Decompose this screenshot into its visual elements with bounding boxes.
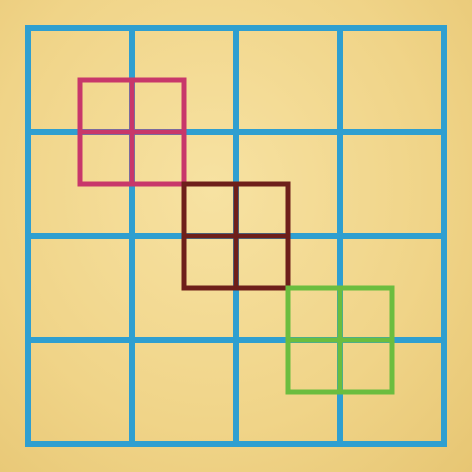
green-square (285, 285, 395, 395)
pink-square (77, 77, 187, 187)
colored-squares (77, 77, 395, 395)
dark-red-square (181, 181, 291, 291)
